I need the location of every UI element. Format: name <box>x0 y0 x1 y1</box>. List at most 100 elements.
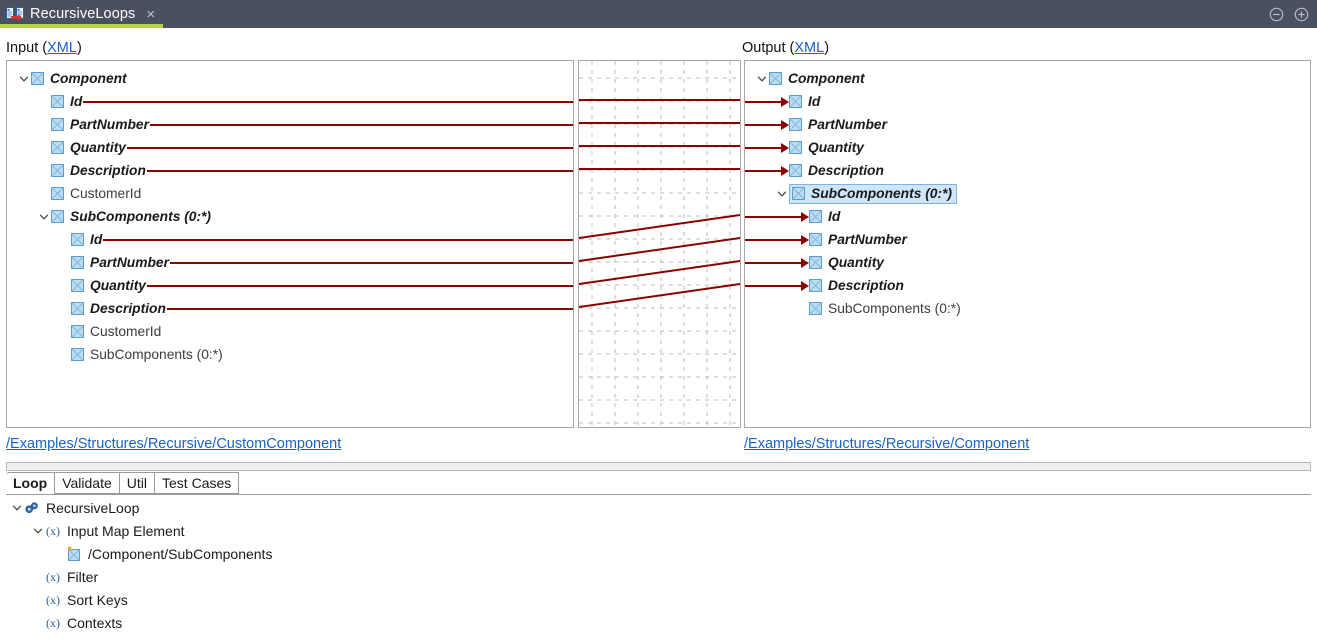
element-node-icon <box>789 95 802 108</box>
loop-tree-row[interactable]: /Component/SubComponents <box>52 542 272 565</box>
element-ref-icon <box>66 546 82 562</box>
output-tree-row[interactable]: Quantity <box>745 136 1310 159</box>
output-tree-row-label: SubComponents (0:*) <box>828 300 961 316</box>
element-node-icon <box>51 164 64 177</box>
input-tree-row-label: Id <box>70 93 83 109</box>
input-tree-row-label: PartNumber <box>90 254 169 270</box>
input-path-link[interactable]: /Examples/Structures/Recursive/CustomCom… <box>6 436 342 452</box>
element-node-icon <box>809 279 822 292</box>
mapping-connector-line[interactable] <box>579 283 740 308</box>
chevron-down-icon[interactable] <box>31 519 45 542</box>
chevron-down-icon[interactable] <box>775 182 789 205</box>
input-tree-row[interactable]: Description <box>7 297 573 320</box>
mapping-line-stub <box>147 170 573 172</box>
mapping-line-stub <box>103 239 573 241</box>
horizontal-splitter[interactable] <box>6 462 1311 471</box>
element-node-icon <box>809 210 822 223</box>
selected-node-highlight[interactable]: SubComponents (0:*) <box>789 183 958 204</box>
mapping-connector-line[interactable] <box>579 260 740 285</box>
output-xml-link[interactable]: XML <box>794 40 825 56</box>
input-tree-row[interactable]: Quantity <box>7 274 573 297</box>
loop-tree-row[interactable]: (x)Sort Keys <box>31 588 128 611</box>
input-tree-row[interactable]: SubComponents (0:*) <box>7 205 573 228</box>
output-tree-row-label: Description <box>808 162 884 178</box>
input-tree-row[interactable]: CustomerId <box>7 320 573 343</box>
input-tree-row-label: SubComponents (0:*) <box>70 208 212 224</box>
element-node-icon <box>51 187 64 200</box>
mapping-arrow-head-icon <box>801 212 809 222</box>
output-tree-row[interactable]: PartNumber <box>745 228 1310 251</box>
element-node-icon <box>51 118 64 131</box>
bottom-tab-util[interactable]: Util <box>118 472 156 494</box>
minimize-circle-icon[interactable] <box>1269 7 1284 22</box>
chevron-down-icon[interactable] <box>755 67 769 90</box>
element-node-icon <box>809 302 822 315</box>
output-tree-row[interactable]: Id <box>745 90 1310 113</box>
chevron-down-icon[interactable] <box>17 67 31 90</box>
input-tree-row[interactable]: Description <box>7 159 573 182</box>
input-xml-link[interactable]: XML <box>47 40 77 56</box>
svg-text:(x): (x) <box>46 524 60 538</box>
input-tree-row[interactable]: PartNumber <box>7 113 573 136</box>
loop-tree-row[interactable]: (x)Filter <box>31 565 98 588</box>
output-tree-row[interactable]: Component <box>745 67 1310 90</box>
mapping-arrow-head-icon <box>781 143 789 153</box>
document-tab-recursiveloops[interactable]: RecursiveLoops × <box>0 0 164 28</box>
mapping-connector-line[interactable] <box>579 214 740 239</box>
svg-text:(x): (x) <box>46 593 60 607</box>
output-tree-row-label: PartNumber <box>808 116 887 132</box>
input-tree-row[interactable]: Id <box>7 228 573 251</box>
function-x-icon: (x) <box>45 523 61 539</box>
input-tree-row-label: Component <box>50 70 127 86</box>
loop-tree-row[interactable]: RecursiveLoop <box>10 496 139 519</box>
output-tree-row[interactable]: Id <box>745 205 1310 228</box>
mapping-line-stub <box>83 101 573 103</box>
bottom-tab-test-cases[interactable]: Test Cases <box>154 472 240 494</box>
element-node-icon <box>789 118 802 131</box>
input-tree-row-label: PartNumber <box>70 116 149 132</box>
chevron-down-icon[interactable] <box>37 205 51 228</box>
input-tree-row[interactable]: Quantity <box>7 136 573 159</box>
function-x-icon: (x) <box>45 592 61 608</box>
maximize-circle-icon[interactable] <box>1294 7 1309 22</box>
input-tree-row[interactable]: Id <box>7 90 573 113</box>
element-node-icon <box>789 141 802 154</box>
close-icon[interactable]: × <box>146 5 156 23</box>
mapping-arrow-head-icon <box>801 235 809 245</box>
output-tree-row[interactable]: Quantity <box>745 251 1310 274</box>
loop-tree-row[interactable]: (x)Input Map Element <box>31 519 185 542</box>
output-tree-row[interactable]: SubComponents (0:*) <box>745 297 1310 320</box>
output-tree-row[interactable]: SubComponents (0:*) <box>745 182 1310 205</box>
input-tree-row[interactable]: PartNumber <box>7 251 573 274</box>
output-section-label: Output (XML) <box>742 40 829 56</box>
mapping-connector-line[interactable] <box>579 237 740 262</box>
input-tree-row[interactable]: SubComponents (0:*) <box>7 343 573 366</box>
mapping-grid-panel[interactable] <box>578 60 741 428</box>
input-tree-row-label: Id <box>90 231 103 247</box>
svg-text:(x): (x) <box>46 616 60 630</box>
input-tree-row-label: CustomerId <box>90 323 162 339</box>
output-tree-row-label: Component <box>788 70 865 86</box>
output-tree-row[interactable]: PartNumber <box>745 113 1310 136</box>
bottom-tab-validate[interactable]: Validate <box>54 472 120 494</box>
chevron-down-icon[interactable] <box>10 496 24 519</box>
mapping-line-stub <box>150 124 573 126</box>
input-tree-row[interactable]: CustomerId <box>7 182 573 205</box>
input-section-label: Input (XML) <box>6 40 82 56</box>
input-tree-row-label: Quantity <box>70 139 126 155</box>
loop-tree-row[interactable]: (x)Contexts <box>31 611 122 634</box>
output-tree-row-label: Id <box>808 93 821 109</box>
input-label-suffix: ) <box>76 40 82 56</box>
bottom-tab-loop[interactable]: Loop <box>6 472 56 494</box>
input-tree-row-label: Description <box>70 162 146 178</box>
output-tree-row-label: Id <box>828 208 841 224</box>
output-path-link[interactable]: /Examples/Structures/Recursive/Component <box>744 436 1030 452</box>
element-node-icon <box>792 187 805 200</box>
output-tree-row[interactable]: Description <box>745 159 1310 182</box>
loop-tree-row-label: Filter <box>67 568 99 585</box>
output-tree-row[interactable]: Description <box>745 274 1310 297</box>
output-label-prefix: Output ( <box>742 40 795 56</box>
input-tree-row[interactable]: Component <box>7 67 573 90</box>
